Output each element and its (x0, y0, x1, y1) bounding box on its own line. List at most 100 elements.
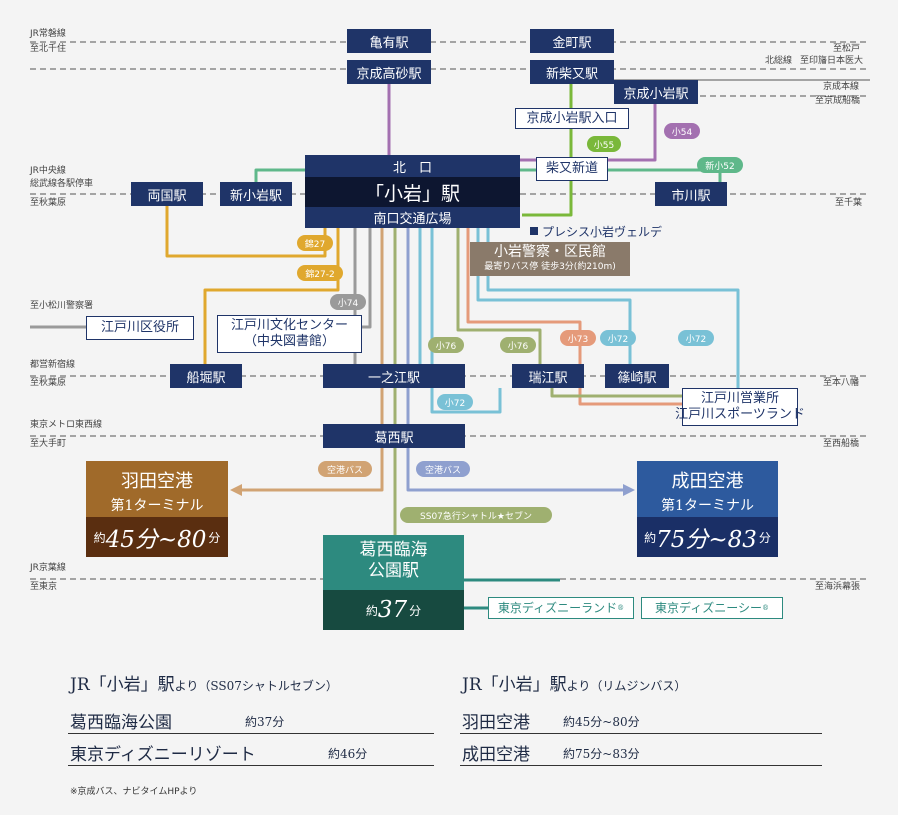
summary-left-divider-2 (68, 765, 434, 766)
tag-ko54: 小54 (664, 123, 700, 139)
tag-airport-bus-narita: 空港バス (416, 461, 470, 477)
police-name: 小岩警察・区民館 (494, 244, 606, 260)
label-to-keisei-funabashi: 至京成船橋 (815, 96, 861, 106)
culture-center-line2: （中央図書館） (243, 334, 335, 349)
summary-left-title-route: より（SS07シャトルセブン） (174, 679, 338, 693)
station-ichikawa: 市川駅 (655, 182, 727, 206)
station-keisei-takasago: 京成高砂駅 (347, 60, 431, 84)
label-jr-keiyo: JR京葉線 (30, 563, 66, 573)
summary-right-row2-time: 約75分~83分 (563, 747, 640, 761)
label-toei-shinjuku: 都営新宿線 (30, 360, 76, 370)
property-label: プレシス小岩ヴェルデ (542, 225, 663, 239)
dest-disneyland: 東京ディズニーランド® (488, 597, 634, 619)
narita-time-pre: 約 (644, 530, 657, 545)
police-note: 最寄りバス停 徒歩3分(約210m) (484, 262, 616, 272)
disneyland-reg: ® (617, 604, 625, 612)
haneda-name: 羽田空港 (121, 471, 193, 492)
station-funabori: 船堀駅 (170, 364, 242, 388)
summary-left-row1-time: 約37分 (245, 715, 285, 729)
label-to-kitasenju: 至北千住 (30, 44, 67, 54)
station-kanamachi: 金町駅 (530, 29, 614, 53)
summary-right-row1-name: 羽田空港 (462, 713, 530, 733)
haneda-terminal: 第1ターミナル (110, 498, 204, 514)
stop-culture-center: 江戸川文化センター （中央図書館） (217, 315, 362, 353)
disneyland-label: 東京ディズニーランド (497, 601, 618, 615)
station-kameari: 亀有駅 (347, 29, 431, 53)
hub-north-exit: 北 口 (305, 155, 520, 177)
tag-ko72-a: 小72 (600, 330, 636, 346)
label-jr-joban: JR常磐線 (30, 29, 66, 39)
label-to-matsudo: 至松戸 (833, 44, 861, 54)
haneda-time-post: 分 (208, 530, 221, 545)
summary-left-divider-1 (68, 733, 434, 734)
narita-time: 75分~83 (656, 527, 757, 553)
summary-right-title: JR「小岩」駅より（リムジンバス） (462, 670, 686, 695)
kasai-rinkai-name-1: 葛西臨海 (359, 540, 428, 560)
haneda-time: 45分~80 (105, 527, 207, 553)
eigyosho-line2: 江戸川スポーツランド (675, 407, 805, 422)
tag-ko73: 小73 (560, 330, 596, 346)
summary-left-title-station: JR「小岩」駅 (70, 675, 175, 695)
property-marker (530, 227, 538, 235)
stop-koiwa-police: 小岩警察・区民館 最寄りバス停 徒歩3分(約210m) (470, 242, 630, 276)
haneda-time-pre: 約 (93, 530, 106, 545)
summary-right-row1-time: 約45分~80分 (563, 715, 640, 729)
station-ichinoe: 一之江駅 (323, 364, 465, 388)
stop-shibamata-shindo: 柴又新道 (536, 157, 608, 181)
station-shinozaki: 篠崎駅 (605, 364, 669, 388)
narita-time-post: 分 (758, 530, 771, 545)
disneysea-label: 東京ディズニーシー (655, 601, 762, 615)
station-keisei-koiwa: 京成小岩駅 (614, 80, 698, 104)
label-to-akihabara-1: 至秋葉原 (30, 198, 67, 208)
summary-right-divider-1 (460, 733, 822, 734)
summary-left-row2-name: 東京ディズニーリゾート (70, 745, 256, 765)
label-hokuso: 北総線 (765, 56, 793, 66)
label-to-kaihinmakuhari: 至海浜幕張 (815, 582, 861, 592)
label-to-imba: 至印旛日本医大 (800, 56, 864, 66)
summary-right-divider-2 (460, 765, 822, 766)
tag-ko76-a: 小76 (428, 337, 464, 353)
label-to-nishifunabashi: 至西船橋 (823, 439, 860, 449)
label-keisei-main: 京成本線 (823, 82, 860, 92)
tag-ko76-b: 小76 (500, 337, 536, 353)
kasai-rinkai-name-2: 公園駅 (368, 561, 419, 581)
station-ryogoku: 両国駅 (131, 182, 203, 206)
station-shibamata: 新柴又駅 (530, 60, 614, 84)
summary-right-title-route: より（リムジンバス） (566, 679, 687, 693)
stop-edogawa-eigyosho: 江戸川営業所 江戸川スポーツランド (675, 388, 805, 426)
summary-right-title-station: JR「小岩」駅 (462, 675, 567, 695)
tag-ko72-c: 小72 (437, 394, 473, 410)
label-metro-tozai: 東京メトロ東西線 (30, 420, 103, 430)
label-to-otemachi: 至大手町 (30, 439, 67, 449)
hub-south-plaza: 南口交通広場 (305, 207, 520, 228)
label-sobu-local: 総武線各駅停車 (30, 179, 94, 189)
stop-keisei-koiwa-entrance: 京成小岩駅入口 (515, 108, 629, 129)
culture-center-line1: 江戸川文化センター (230, 318, 348, 333)
summary-left-row2-time: 約46分 (328, 747, 368, 761)
eigyosho-line1: 江戸川営業所 (700, 391, 779, 406)
tag-nishiki27-2: 錦27-2 (297, 265, 343, 281)
summary-left-row1-name: 葛西臨海公園 (70, 713, 172, 733)
tag-ko55: 小55 (587, 136, 621, 152)
narita-name: 成田空港 (671, 471, 744, 492)
narita-terminal: 第1ターミナル (661, 498, 754, 514)
label-to-tokyo: 至東京 (30, 582, 58, 592)
dest-disneysea: 東京ディズニーシー® (641, 597, 783, 619)
label-to-komatsugawa-police: 至小松川警察署 (30, 301, 94, 311)
tag-ko72-b: 小72 (678, 330, 714, 346)
hub-koiwa-station: 「小岩」駅 (305, 177, 520, 207)
tag-shinko52: 新小52 (697, 157, 743, 173)
kasai-rinkai-time-pre: 約 (365, 603, 378, 618)
stop-edogawa-office: 江戸川区役所 (86, 316, 194, 340)
kasai-rinkai-time: 37 (377, 597, 408, 623)
station-mizue: 瑞江駅 (512, 364, 584, 388)
label-to-akihabara-2: 至秋葉原 (30, 378, 67, 388)
kasai-rinkai-time-post: 分 (409, 603, 422, 618)
tag-nishiki27: 錦27 (297, 235, 333, 251)
station-kasai: 葛西駅 (323, 424, 465, 448)
